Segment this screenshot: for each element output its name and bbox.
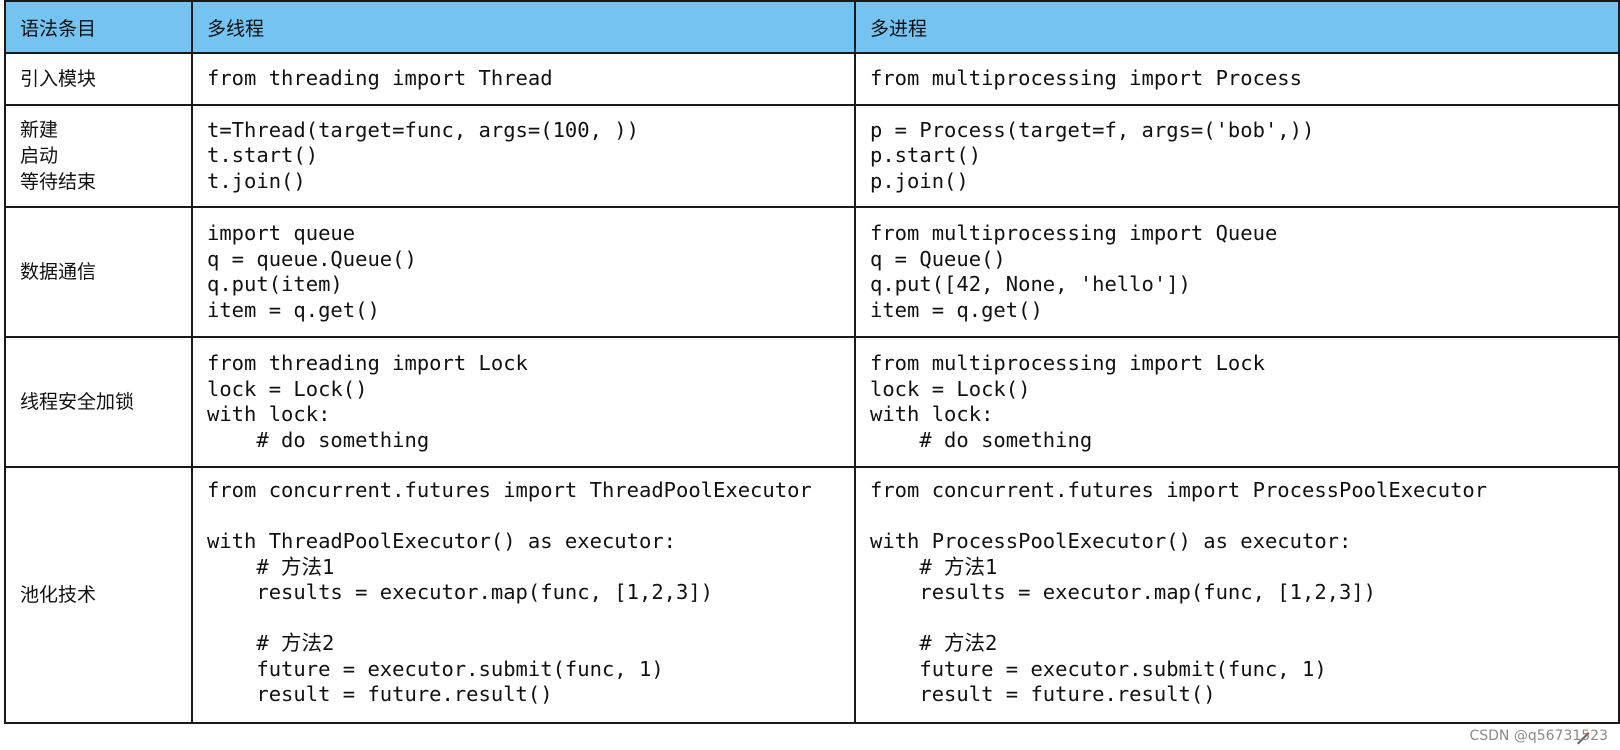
code-line: from multiprocessing import Process	[870, 66, 1302, 91]
code-line: with ProcessPoolExecutor() as executor:	[870, 529, 1352, 553]
thread-code-cell: from threading import Thread	[191, 52, 856, 106]
row-label: 引入模块	[4, 52, 193, 106]
code-line: from concurrent.futures import ThreadPoo…	[207, 478, 812, 502]
row-label: 线程安全加锁	[4, 336, 193, 468]
code-line: # do something	[207, 427, 430, 452]
row-label: 新建 启动 等待结束	[4, 104, 193, 208]
comparison-table: 语法条目 多线程 多进程 引入模块 from threading import …	[4, 0, 1620, 724]
code-line: q.put([42, None, 'hello'])	[870, 272, 1191, 296]
row-label: 池化技术	[4, 466, 193, 724]
header-multithreading: 多线程	[191, 0, 856, 54]
code-line: t=Thread(target=func, args=(100, ))	[207, 117, 639, 142]
code-line: # 方法2	[870, 631, 998, 655]
row-label-line: 池化技术	[20, 584, 97, 606]
code-line: p.join()	[870, 168, 969, 193]
code-line: item = q.get()	[207, 297, 380, 322]
row-label-line: 启动	[20, 145, 59, 167]
code-line: results = executor.map(func, [1,2,3])	[207, 580, 714, 604]
process-code-cell: from concurrent.futures import ProcessPo…	[854, 466, 1620, 724]
code-line: from multiprocessing import Queue	[870, 221, 1278, 245]
header-syntax-item: 语法条目	[4, 0, 193, 54]
code-line: with lock:	[870, 402, 994, 426]
code-line: ​	[870, 606, 1604, 632]
code-line: q = Queue()	[870, 246, 1006, 271]
code-line: ​	[207, 606, 840, 632]
code-line: from threading import Lock	[207, 351, 528, 375]
code-line: future = executor.submit(func, 1)	[207, 656, 664, 681]
code-line: # 方法1	[207, 554, 335, 579]
code-line: result = future.result()	[207, 682, 553, 706]
code-line: import queue	[207, 221, 356, 245]
header-multiprocessing: 多进程	[854, 0, 1620, 54]
code-line: t.join()	[207, 168, 306, 193]
code-line: t.start()	[207, 143, 319, 168]
thread-code-cell: t=Thread(target=func, args=(100, ))t.sta…	[191, 104, 856, 208]
code-line: # do something	[870, 427, 1093, 452]
code-line: p = Process(target=f, args=('bob',))	[870, 117, 1315, 142]
code-line: results = executor.map(func, [1,2,3])	[870, 580, 1377, 604]
row-label-line: 线程安全加锁	[20, 391, 135, 413]
header-row: 语法条目 多线程 多进程	[4, 0, 1620, 54]
code-line: from concurrent.futures import ProcessPo…	[870, 478, 1488, 502]
code-line: p.start()	[870, 143, 982, 168]
code-line: q = queue.Queue()	[207, 246, 417, 271]
code-line: item = q.get()	[870, 297, 1043, 322]
code-line: # 方法1	[870, 554, 998, 579]
thread-code-cell: from concurrent.futures import ThreadPoo…	[191, 466, 856, 724]
row-label-line: 新建	[20, 119, 59, 141]
row-label: 数据通信	[4, 206, 193, 338]
table-row: 新建 启动 等待结束 t=Thread(target=func, args=(1…	[4, 104, 1620, 208]
process-code-cell: from multiprocessing import Process	[854, 52, 1620, 106]
code-line: with ThreadPoolExecutor() as executor:	[207, 529, 676, 553]
code-line: result = future.result()	[870, 682, 1216, 706]
row-label-line: 数据通信	[20, 261, 97, 283]
code-line: from threading import Thread	[207, 66, 553, 91]
table-row: 引入模块 from threading import Thread from m…	[4, 52, 1620, 106]
row-label-line: 等待结束	[20, 171, 97, 193]
process-code-cell: p = Process(target=f, args=('bob',))p.st…	[854, 104, 1620, 208]
pen-icon	[1577, 732, 1590, 745]
code-line: ​	[207, 504, 840, 530]
code-line: lock = Lock()	[870, 376, 1031, 401]
code-line: # 方法2	[207, 631, 335, 655]
row-label-line: 引入模块	[20, 68, 97, 90]
csdn-watermark: CSDN @q56731523	[1469, 728, 1608, 744]
code-line: future = executor.submit(func, 1)	[870, 656, 1327, 681]
code-line: q.put(item)	[207, 272, 343, 296]
code-line: from multiprocessing import Lock	[870, 351, 1265, 375]
code-line: ​	[870, 504, 1604, 530]
code-line: lock = Lock()	[207, 376, 368, 401]
table-row: 池化技术 from concurrent.futures import Thre…	[4, 466, 1620, 724]
code-line: with lock:	[207, 402, 331, 426]
